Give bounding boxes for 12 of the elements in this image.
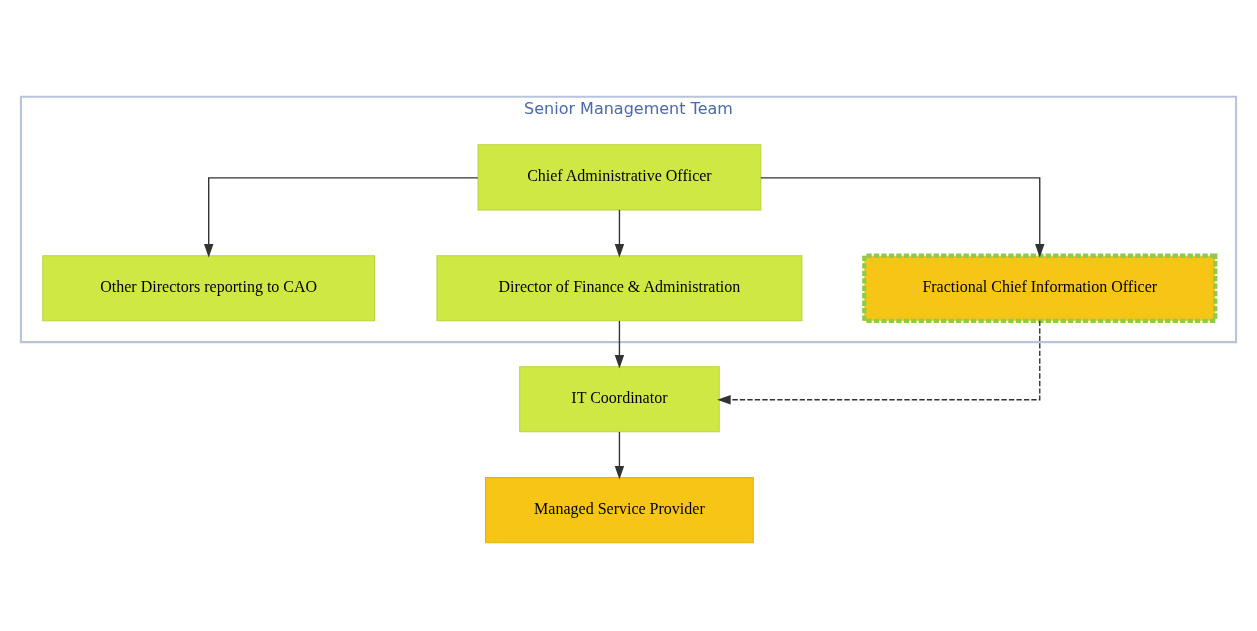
arrow [614, 209, 625, 258]
node-box: Other Directors reporting to CAO [42, 255, 376, 322]
node-box: Director of Finance & Administration [436, 255, 803, 322]
node-box: Managed Service Provider [485, 477, 754, 544]
node-box: IT Coordinator [519, 366, 720, 433]
arrow [204, 177, 479, 258]
node-box: Fractional Chief Information Officer [862, 253, 1218, 323]
arrow [614, 431, 625, 480]
arrow [614, 320, 625, 369]
arrow [760, 177, 1045, 258]
arrow [717, 320, 1041, 405]
node-box: Chief Administrative Officer [477, 144, 762, 211]
